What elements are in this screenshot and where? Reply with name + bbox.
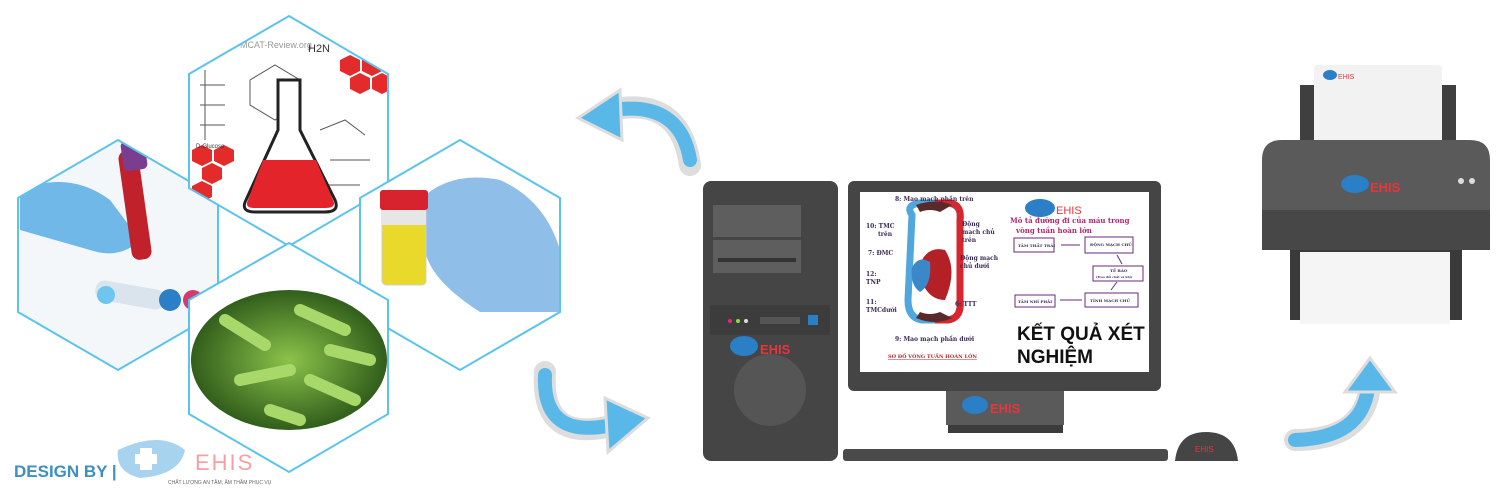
ehis-logo-tower: EHIS [730,336,791,357]
label-dmc: 7: ĐMC [868,250,893,257]
ehis-footer-logo: EHIS CHẤT LƯỢNG AN TÂM, ÂM THẦM PHỤC VỤ [117,440,272,486]
monitor-screen: 8: Mao mạch phần trên 10: TMC trên 7: ĐM… [860,192,1149,372]
label-tnp: 12: [866,271,877,278]
printer: EHIS EHIS [1262,65,1490,324]
keyboard [843,449,1168,461]
label-tmc-top-2: trên [878,231,893,238]
chemistry-hexagon: MCAT-Review.org H2N D-Glucose [188,14,389,248]
formula-text: H2N [308,43,330,55]
label-tmc-top: 10: TMC [866,223,895,230]
svg-text:EHIS: EHIS [1370,180,1401,195]
ehis-logo-monitor: EHIS [962,396,1021,416]
flow-step-3: TẾ BÀO [1110,267,1128,273]
ehis-logo-screen: EHIS [1025,199,1082,217]
label-tnp-2: TNP [866,279,881,286]
label-aorta-top: Động [962,221,981,228]
label-aorta-top-2: mạch chủ [962,229,995,236]
label-top-capillary: 8: Mao mạch phần trên [895,195,974,203]
screen-heading: Mô tả đường đi của máu trong [1010,216,1130,225]
ehis-logo-paper: EHIS [1323,70,1355,81]
ehis-logo-printer: EHIS [1341,175,1401,195]
label-aorta-bottom-2: chủ dưới [960,263,990,270]
circulation-diagram [904,199,964,324]
svg-text:EHIS: EHIS [1195,445,1214,454]
flow-step-4: TĨNH MẠCH CHỦ [1090,298,1131,303]
watermark-text: MCAT-Review.org [240,40,312,50]
svg-text:EHIS: EHIS [990,401,1021,416]
urine-sample-hexagon [359,138,561,372]
arrow-bottom-curved-icon [533,361,651,456]
brand-tagline: CHẤT LƯỢNG AN TÂM, ÂM THẦM PHỤC VỤ [168,479,272,486]
svg-text:EHIS: EHIS [760,342,791,357]
glucose-label: D-Glucose [196,144,225,150]
label-bottom-capillary: 9: Mao mạch phần dưới [895,335,975,343]
result-title: KẾT QUẢ XÉT [1017,323,1145,345]
arrow-printer-curved-icon [1284,355,1398,451]
flow-step-2: ĐỘNG MẠCH CHỦ [1090,242,1132,247]
flow-step-3-note: (Trao đổi chất và khí) [1096,274,1133,279]
result-title-2: NGHIỆM [1017,346,1093,368]
svg-text:EHIS: EHIS [195,450,254,475]
bacteria-hexagon [188,241,389,474]
svg-text:EHIS: EHIS [1338,74,1355,81]
label-tmc-bottom: 11: [866,299,877,306]
label-tmc-bottom-2: TMCdưới [866,307,897,314]
mouse: EHIS [1175,432,1238,461]
design-by-label: DESIGN BY | [14,462,117,481]
monitor: EHIS 8: Mao mạch phần trên 10: TMC trên … [848,181,1161,433]
computer-tower: EHIS [703,181,838,461]
design-by-footer: DESIGN BY | EHIS CHẤT LƯỢNG AN TÂM, ÂM T… [14,440,272,486]
label-ttt: 6: TTT [955,301,977,308]
label-aorta-bottom: Động mạch [960,255,999,262]
label-aorta-top-3: trên [962,237,977,244]
flow-step-1: TÂM THẤT TRÁI [1018,243,1055,248]
arrow-top-curved-icon [575,87,701,176]
screen-heading-2: vòng tuần hoàn lớn [1015,226,1092,235]
blood-sample-hexagon [17,138,219,372]
diagram-caption: SƠ ĐỒ VÒNG TUẦN HOÀN LỚN [888,351,977,360]
flow-step-5: TÂM NHĨ PHẢI [1018,299,1052,304]
svg-text:EHIS: EHIS [1056,205,1082,217]
